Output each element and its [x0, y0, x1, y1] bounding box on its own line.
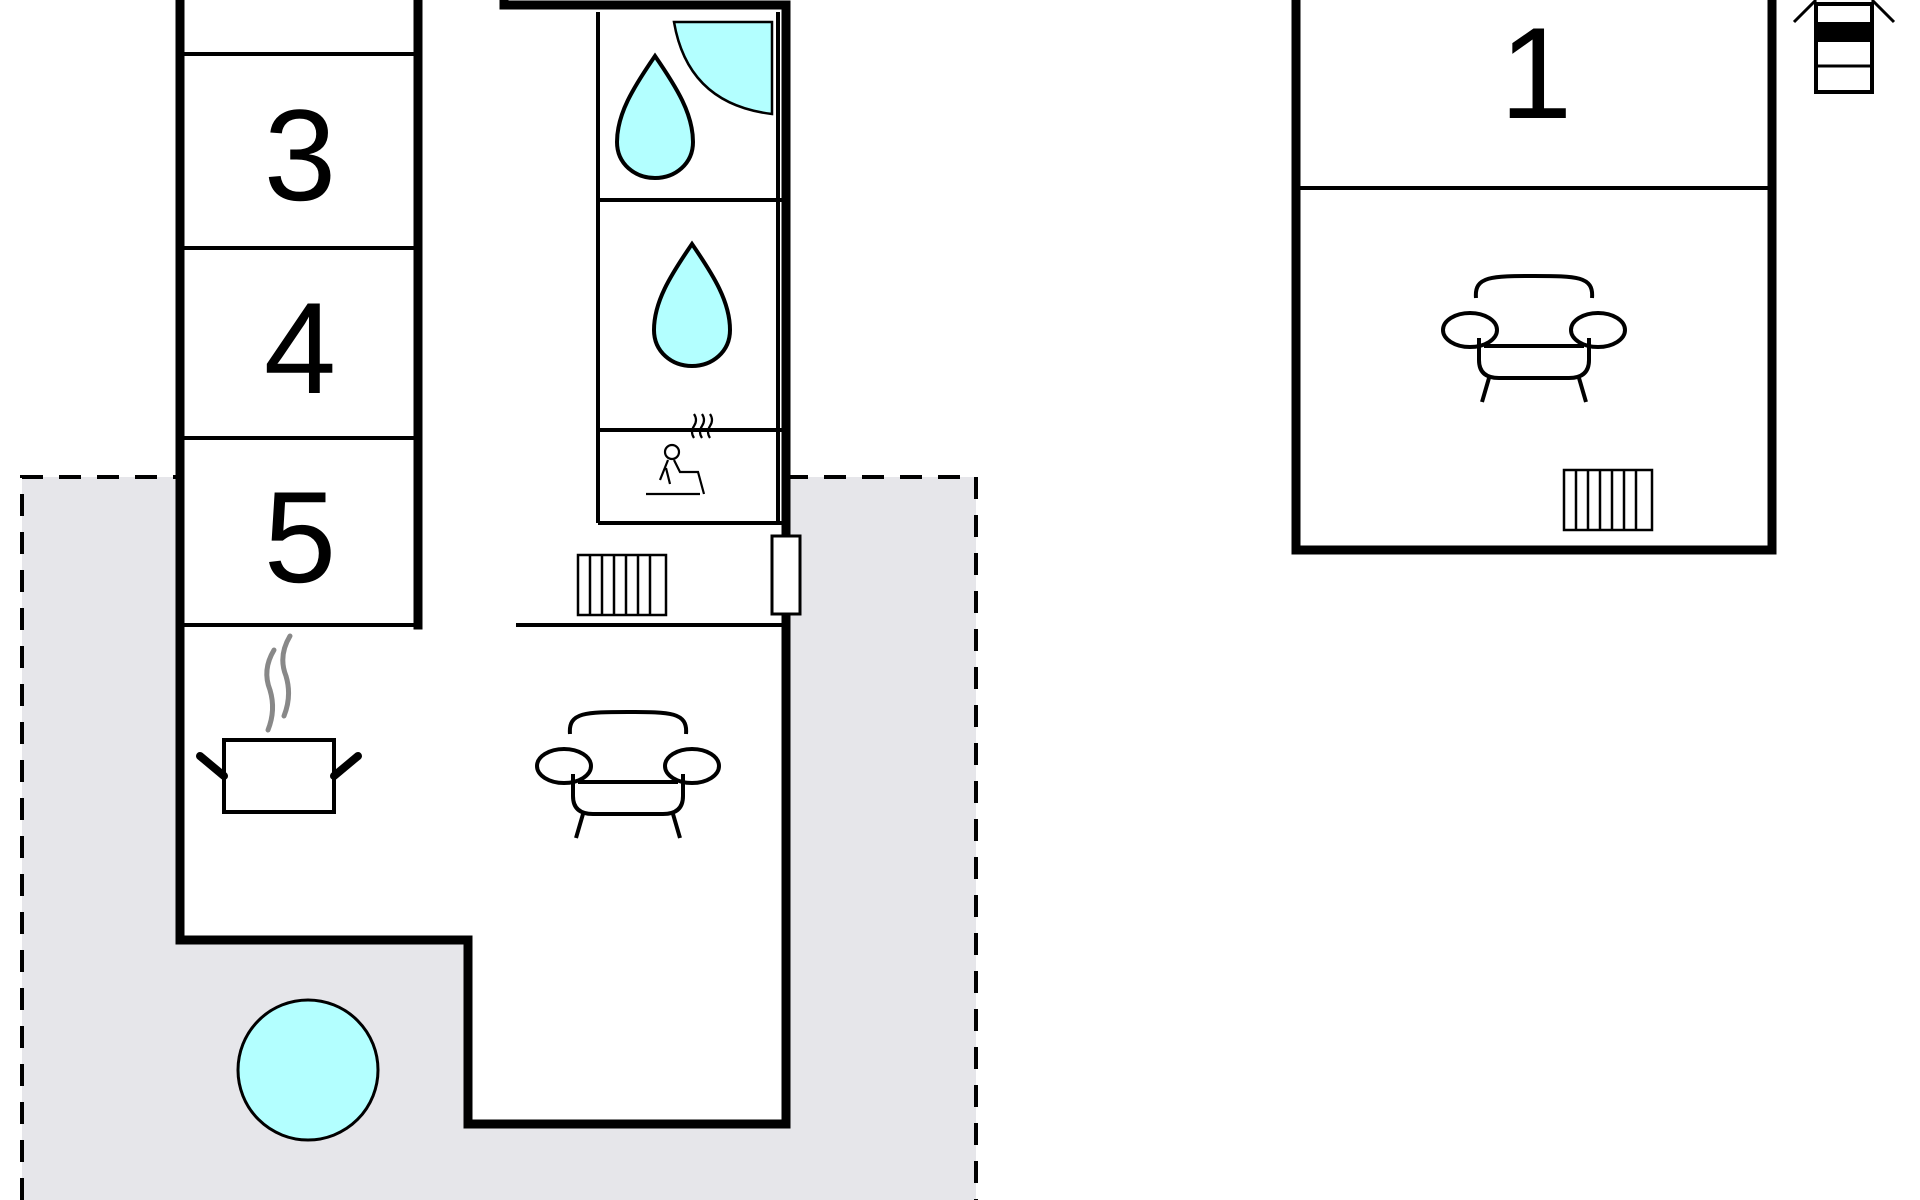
- water-drop-icon: [615, 54, 695, 180]
- room-number-5: 5: [264, 464, 336, 610]
- radiator-icon: [1562, 468, 1654, 532]
- sofa-icon: [1441, 274, 1627, 404]
- cooking-pot-icon: [196, 633, 362, 814]
- shower-door-icon: [672, 20, 774, 116]
- water-drop-icon: [652, 242, 732, 368]
- terrace-area: [22, 477, 976, 1200]
- room-number-4: 4: [264, 275, 336, 421]
- radiator-icon: [576, 553, 668, 617]
- main-house: [175, 0, 791, 1129]
- sofa-icon: [535, 710, 721, 840]
- window: [770, 534, 802, 616]
- terrace-outline: [20, 475, 978, 1200]
- fireplace-icon: [1792, 0, 1896, 94]
- room-number-1: 1: [1500, 0, 1572, 146]
- hot-tub-icon: [236, 998, 380, 1142]
- sauna-icon: [646, 413, 714, 496]
- room-number-3: 3: [264, 82, 336, 228]
- annex-building: [1291, 0, 1777, 555]
